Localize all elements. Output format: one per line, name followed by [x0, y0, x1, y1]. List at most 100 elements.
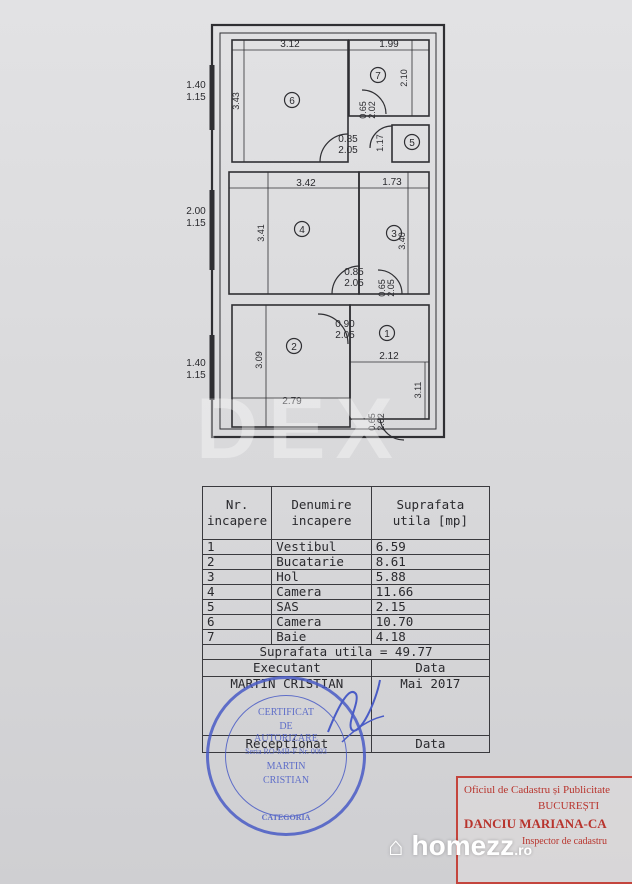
door-arc	[317, 313, 349, 345]
seal-ring-text: CATEGORIA	[261, 813, 311, 822]
cell-name: Camera	[271, 584, 372, 600]
room-1-marker	[378, 324, 396, 342]
table-row: 3 Hol 5.88	[201, 569, 491, 585]
cell-nr: 3	[201, 569, 273, 585]
cell-area: 6.59	[370, 539, 491, 555]
room-4-number: 4	[299, 225, 305, 236]
door-dim: 0.90	[335, 319, 355, 330]
door-dim: 0.65	[377, 279, 387, 297]
table-row: 5 SAS 2.15	[201, 599, 491, 615]
dim-label: 3.42	[296, 178, 316, 189]
cell-area: 8.61	[370, 554, 491, 570]
header-nr: Nr. incapere	[201, 486, 273, 540]
door-dim: 0.65	[358, 101, 368, 119]
room-3-outline	[358, 171, 430, 295]
door-dim: 2.05	[335, 330, 355, 341]
door-dim: 0.85	[344, 267, 364, 278]
cell-name: Baie	[271, 629, 372, 645]
room-5-marker	[403, 133, 421, 151]
authorization-seal: CERTIFICAT DE AUTORIZARE Seria RO-MB-F N…	[206, 676, 366, 836]
door-dim: 0.85	[338, 134, 358, 145]
dim-label: 3.43	[231, 92, 241, 110]
dim-label: 2.79	[282, 396, 302, 407]
cell-name: Bucatarie	[271, 554, 372, 570]
seal-text: DE	[279, 721, 293, 732]
receptionat-data: Data	[370, 735, 491, 753]
dim-label: 1.17	[375, 134, 385, 152]
door-arc	[331, 265, 361, 295]
room-3-marker	[385, 224, 403, 242]
stamp-text: Oficiul de Cadastru și Publicitate	[464, 784, 611, 796]
door-arc	[369, 125, 393, 149]
faint-watermark: DEX	[196, 381, 403, 477]
dim-label: 1.15	[186, 370, 206, 381]
cell-name: Camera	[271, 614, 372, 630]
dim-label: 3.41	[256, 224, 266, 242]
cell-nr: 4	[201, 584, 273, 600]
outer-wall	[210, 23, 446, 439]
cell-nr: 2	[201, 554, 273, 570]
cell-name: SAS	[271, 599, 372, 615]
room-7-marker	[369, 66, 387, 84]
seal-text: CERTIFICAT	[257, 707, 315, 718]
data-label: Data	[370, 659, 491, 677]
seal-text: Seria RO-MB-F Nr. 0093	[245, 747, 327, 756]
homezz-logo: ⌂ homezz.ro	[388, 830, 532, 862]
cell-nr: 6	[201, 614, 273, 630]
dim-label: 2.12	[379, 351, 399, 362]
total-area: Suprafata utila = 49.77	[202, 644, 490, 660]
door-dim: 2.05	[386, 279, 396, 297]
door-arc	[319, 133, 349, 163]
executant-date: Mai 2017	[370, 676, 491, 736]
stamp-text: DANCIU MARIANA-CA	[464, 816, 607, 831]
header-denumire: Denumire incapere	[271, 486, 372, 540]
dim-label: 3.40	[397, 232, 407, 250]
dim-label: 3.09	[254, 351, 264, 369]
logo-tld: .ro	[514, 842, 533, 858]
logo-text: homezz	[411, 830, 515, 861]
table-row: 1 Vestibul 6.59	[201, 539, 491, 555]
room-6-outline	[231, 39, 349, 163]
room-6-number: 6	[289, 96, 295, 107]
cell-area: 2.15	[370, 599, 491, 615]
dim-label: 1.73	[382, 177, 402, 188]
cadastre-stamp: Oficiul de Cadastru și Publicitate BUCUR…	[456, 776, 632, 884]
door-dim: 0.65	[367, 413, 377, 431]
table-row: 2 Bucatarie 8.61	[201, 554, 491, 570]
table-row: 7 Baie 4.18	[201, 629, 491, 645]
dim-label: 2.10	[399, 69, 409, 87]
room-2-number: 2	[291, 342, 297, 353]
door-arc	[361, 89, 387, 115]
room-2-marker	[285, 337, 303, 355]
cell-nr: 5	[201, 599, 273, 615]
cell-nr: 7	[201, 629, 273, 645]
room-6-marker	[283, 91, 301, 109]
cell-area: 5.88	[370, 569, 491, 585]
room-5-number: 5	[409, 138, 415, 149]
room-1-number: 1	[384, 329, 390, 340]
table-row: 4 Camera 11.66	[201, 584, 491, 600]
cell-area: 10.70	[370, 614, 491, 630]
seal-text: MARTIN	[266, 761, 306, 772]
signature	[327, 679, 385, 743]
cell-name: Hol	[271, 569, 372, 585]
cell-area: 4.18	[370, 629, 491, 645]
dim-label: 1.99	[379, 39, 399, 50]
room-7-outline	[348, 39, 430, 117]
dim-label: 1.15	[186, 218, 206, 229]
dim-label: 2.00	[186, 206, 206, 217]
floor-plan: 6 7 5 4 3 2 1 3.12 1.99 3.42 1.73 2.79 2…	[186, 23, 446, 441]
dim-label: 3.11	[413, 382, 423, 399]
cell-area: 11.66	[370, 584, 491, 600]
dim-label: 1.40	[186, 80, 206, 91]
home-icon: ⌂	[388, 831, 404, 861]
table-row: 6 Camera 10.70	[201, 614, 491, 630]
inner-wall-line	[219, 32, 437, 430]
stamp-text: Inspector de cadastru	[522, 836, 607, 847]
room-7-number: 7	[375, 71, 381, 82]
dim-label: 3.12	[280, 39, 300, 50]
header-suprafata: Suprafata utila [mp]	[370, 486, 491, 540]
dim-label: 1.15	[186, 92, 206, 103]
door-arc	[377, 269, 403, 295]
door-dim: 2.05	[338, 145, 358, 156]
